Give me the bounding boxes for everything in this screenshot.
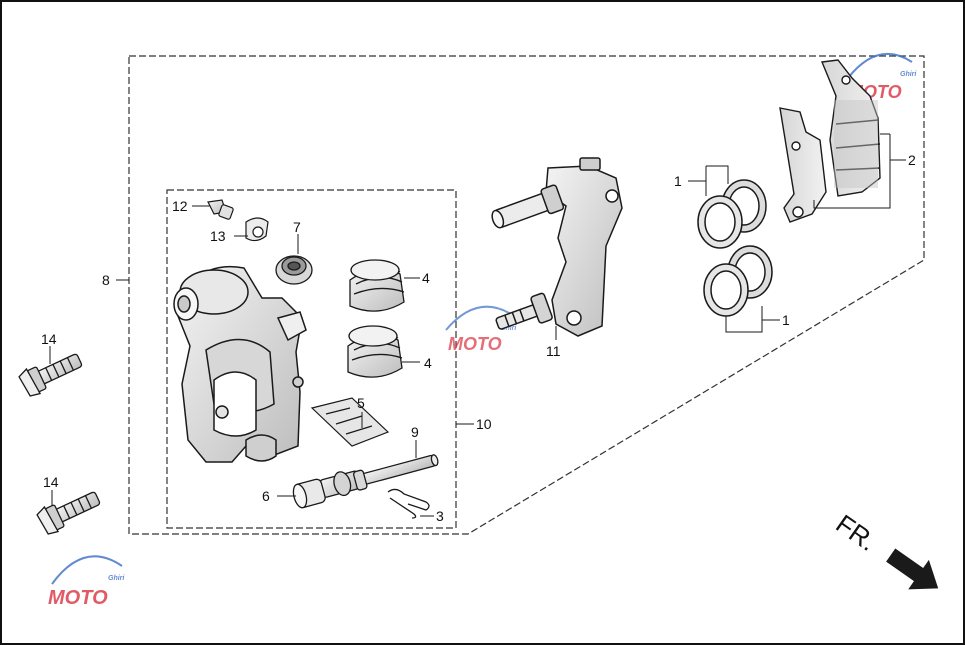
- callout-10: 10: [476, 416, 492, 432]
- boot-7: [275, 255, 313, 285]
- front-direction-label: FR.: [831, 508, 883, 557]
- callout-labels: 1 1 2 3 4 4 5 6 7 8 9 10 11 12 13 14 14: [41, 152, 916, 524]
- piston-4-lower: [347, 325, 403, 378]
- svg-text:MOTO: MOTO: [448, 334, 502, 354]
- caliper-bracket-11: [491, 157, 623, 337]
- callout-12: 12: [172, 198, 188, 214]
- group-outline-8: [128, 55, 925, 535]
- svg-text:Ghiri: Ghiri: [500, 325, 517, 332]
- front-direction-arrow-icon: [886, 548, 939, 590]
- svg-text:Ghiri: Ghiri: [108, 575, 125, 582]
- svg-text:Ghiri: Ghiri: [900, 71, 917, 78]
- pad-pin-9: [353, 454, 439, 491]
- piston-4-upper: [349, 259, 405, 312]
- caliper-pin-6: [292, 470, 362, 509]
- group-outline-10: [166, 189, 457, 529]
- pad-spring-5: [310, 397, 390, 447]
- callout-13: 13: [210, 228, 226, 244]
- piston-seal-1-upper: [697, 179, 767, 249]
- watermark-center: MOTO Ghiri: [445, 305, 517, 354]
- leader-lines: [49, 133, 906, 517]
- brake-pad-2-rear: [779, 107, 827, 223]
- bolt-14-lower: [36, 491, 101, 535]
- watermark-bottom-left: MOTO Ghiri: [48, 555, 125, 609]
- callout-3: 3: [436, 508, 444, 524]
- caliper-body: [173, 265, 307, 463]
- callout-6: 6: [262, 488, 270, 504]
- callout-8: 8: [102, 272, 110, 288]
- bleed-screw-12: [207, 199, 234, 220]
- callout-2: 2: [908, 152, 916, 168]
- callout-1-lower: 1: [782, 312, 790, 328]
- piston-seal-1-lower: [703, 245, 773, 317]
- callout-4-lower: 4: [424, 355, 432, 371]
- callout-1-upper: 1: [674, 173, 682, 189]
- front-direction-indicator: FR.: [831, 508, 939, 590]
- callout-7: 7: [293, 219, 301, 235]
- brake-pad-2-front: [821, 59, 881, 197]
- pin-clip-3: [387, 488, 430, 519]
- bolt-14-upper: [18, 353, 83, 397]
- svg-text:MOTO: MOTO: [48, 587, 108, 609]
- callout-5: 5: [357, 395, 365, 411]
- callout-14-upper: 14: [41, 331, 57, 347]
- callout-9: 9: [411, 424, 419, 440]
- callout-11: 11: [546, 343, 561, 359]
- bleed-cap-13: [245, 217, 269, 242]
- callout-14-lower: 14: [43, 474, 59, 490]
- callout-4-upper: 4: [422, 270, 430, 286]
